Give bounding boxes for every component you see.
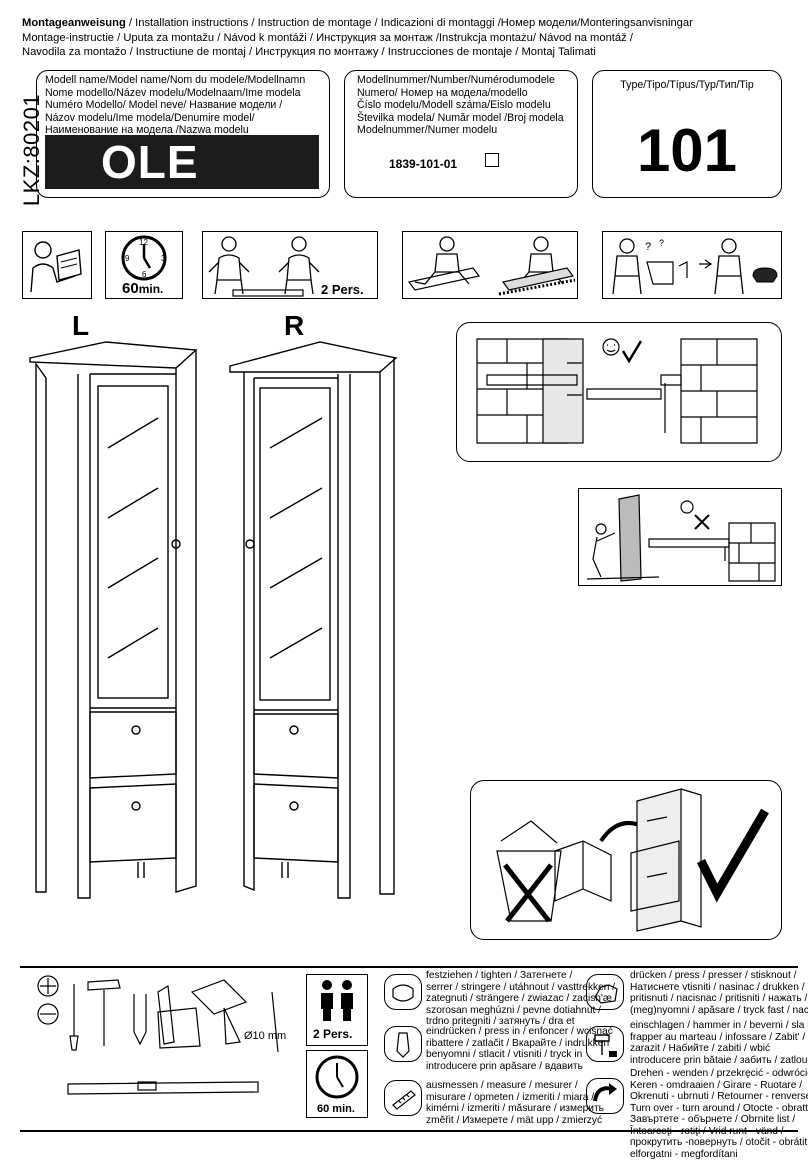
model-number-label-line: Numero/ Номер на модела/modello xyxy=(357,87,564,100)
question-phone-icon: ? ? xyxy=(603,232,783,298)
model-name-label-line: Názov modelu/Ime modela/Denumire model/ xyxy=(45,112,305,125)
tipping-warning-panel xyxy=(578,488,782,586)
model-name-label-line: Numéro Modello/ Model neve/ Название мод… xyxy=(45,99,305,112)
svg-text:?: ? xyxy=(645,241,651,253)
kneeling-worker-icon xyxy=(403,232,579,298)
drill-size-label: Ø10 mm xyxy=(244,1030,286,1042)
type-value: 101 xyxy=(593,121,781,181)
model-number-box: Modellnummer/Number/Numérodumodele Numer… xyxy=(344,70,578,198)
persons-box: 2 Pers. xyxy=(306,974,368,1046)
divider-top xyxy=(20,966,798,968)
time-label: 60 min. xyxy=(317,1103,355,1115)
legend-line: kimérni / izmeriti / măsurare / измерить xyxy=(426,1103,604,1115)
tools-illustration xyxy=(28,972,298,1132)
model-number-label-line: Číslo modelu/Modell száma/Eislo modelu xyxy=(357,99,564,112)
time-box: 60 min. xyxy=(306,1050,368,1118)
press-in-icon xyxy=(384,1026,422,1062)
reading-person-icon xyxy=(23,232,91,298)
hammer-icon xyxy=(586,1026,624,1062)
two-person-label: 2 Pers. xyxy=(321,282,364,297)
wall-fixing-panel xyxy=(456,322,782,462)
legend-line: Drehen - wenden / przekręcić - odwrócić … xyxy=(630,1068,808,1080)
read-instructions-panel xyxy=(22,231,92,299)
model-name-labels: Modell name/Model name/Nom du modele/Mod… xyxy=(45,74,305,137)
legend-press-in: eindrücken / press in / enfoncer / wcisn… xyxy=(426,1026,613,1072)
file-cabinet-icon xyxy=(471,781,781,939)
press-hand-icon xyxy=(586,974,624,1010)
svg-text:12: 12 xyxy=(139,238,148,247)
header-line3: Navodila za montažo / Instructiune de mo… xyxy=(22,45,802,60)
svg-text:9: 9 xyxy=(125,254,130,263)
model-name-label-line: Nome modello/Název modelu/Modelnaam/Ime … xyxy=(45,87,305,100)
legend-turn-over: Drehen - wenden / przekręcić - odwrócić … xyxy=(630,1068,808,1160)
help-panel: ? ? xyxy=(602,231,782,299)
legend-line: прокрутить -повернуть / otočit - obrátit xyxy=(630,1137,808,1149)
persons-label: 2 Pers. xyxy=(313,1027,352,1041)
legend-press: drücken / press / presser / stisknout / … xyxy=(630,970,808,1016)
legend-line: ribattere / zatlačit / Вкарайте / indruk… xyxy=(426,1038,613,1050)
legend-line: frapper au marteau / infossare / Zabit' … xyxy=(630,1032,808,1044)
legend-line: Întoarceţi - rotiţi / Vrid runt - vänd / xyxy=(630,1126,808,1138)
model-number-label-line: Številka modela/ Număr model /Broj model… xyxy=(357,112,564,125)
model-name-value: OLE xyxy=(45,135,319,189)
legend-line: Turn over - turn around / Otocte - obrat… xyxy=(630,1103,808,1115)
svg-text:3: 3 xyxy=(161,254,166,263)
wall-anchor-icon xyxy=(457,323,781,461)
header-languages: Montageanweisung / Installation instruct… xyxy=(22,16,802,60)
model-number-label-line: Modellnummer/Number/Numérodumodele xyxy=(357,74,564,87)
legend-hammer: einschlagen / hammer in / beverni / sla … xyxy=(630,1020,808,1066)
legend-line: misurare / opmeten / izmeriti / miara / xyxy=(426,1092,604,1104)
legend-line: ausmessen / measure / mesurer / xyxy=(426,1080,604,1092)
legend-line: drücken / press / presser / stisknout / xyxy=(630,970,808,982)
turn-over-icon xyxy=(586,1078,624,1114)
legend-line: Okrenuti - ubrnuti / Retourner - renvers… xyxy=(630,1091,808,1103)
legend-line: zarazit / Набийте / zabiti / wbić xyxy=(630,1043,808,1055)
legend-line: eindrücken / press in / enfoncer / wcisn… xyxy=(426,1026,613,1038)
model-number-label-line: Modelnummer/Numer modelu xyxy=(357,124,564,137)
header-line2: Montage-instructie / Uputa za montažu / … xyxy=(22,31,802,46)
measure-icon xyxy=(384,1080,422,1116)
assembly-time-panel: 12 3 6 9 60min. xyxy=(105,231,183,299)
clock-icon xyxy=(307,1051,367,1103)
legend-line: introducere prin bătaie / забить / zatlo… xyxy=(630,1055,808,1067)
legend-line: Натиснете vtisniti / nasinac / drukken / xyxy=(630,982,808,994)
cabinet-drawings xyxy=(26,338,398,918)
keep-instructions-panel xyxy=(470,780,782,940)
tighten-icon xyxy=(384,974,422,1010)
model-number-checkbox[interactable] xyxy=(485,153,499,167)
svg-text:?: ? xyxy=(659,238,664,248)
legend-line: změřit / Измерете / mät upp / zmierzyć xyxy=(426,1115,604,1127)
model-name-label-line: Modell name/Model name/Nom du modele/Mod… xyxy=(45,74,305,87)
clock-icon: 12 3 6 9 xyxy=(106,234,182,284)
tipping-cabinet-icon xyxy=(579,489,781,585)
type-label: Type/Tipo/Típus/Typ/Тип/Tip xyxy=(593,79,781,91)
floor-protection-panel xyxy=(402,231,578,299)
header-title: Montageanweisung xyxy=(22,17,126,29)
model-name-box: Modell name/Model name/Nom du modele/Mod… xyxy=(36,70,330,198)
legend-line: (meg)nyomni / apăsare / tryck fast / nac… xyxy=(630,1005,808,1017)
legend-line: Завъртете - обърнете / Obrnite list / xyxy=(630,1114,808,1126)
type-box: Type/Tipo/Típus/Typ/Тип/Tip 101 xyxy=(592,70,782,198)
cabinet-right xyxy=(230,342,396,898)
header-line1: / Installation instructions / Instructio… xyxy=(126,17,693,29)
cabinet-left xyxy=(30,342,196,898)
legend-line: elforgatni - megfordítani xyxy=(630,1149,808,1160)
legend-line: Keren - omdraaien / Girare - Ruotare / xyxy=(630,1080,808,1092)
model-number-value: 1839-101-01 xyxy=(389,157,457,171)
legend-line: benyomni / stlacit / vtisniti / tryck in xyxy=(426,1049,613,1061)
legend-line: pritisnuti / nacisnac / pritisniti / наж… xyxy=(630,993,808,1005)
two-person-panel: 2 Pers. xyxy=(202,231,378,299)
svg-text:6: 6 xyxy=(142,270,147,279)
two-persons-icon xyxy=(307,975,367,1025)
assembly-time-label: 60min. xyxy=(122,280,163,297)
model-number-labels: Modellnummer/Number/Numérodumodele Numer… xyxy=(357,74,564,137)
legend-measure: ausmessen / measure / mesurer / misurare… xyxy=(426,1080,604,1126)
legend-line: einschlagen / hammer in / beverni / sla … xyxy=(630,1020,808,1032)
legend-line: introducere prin apăsare / вдавить xyxy=(426,1061,613,1073)
